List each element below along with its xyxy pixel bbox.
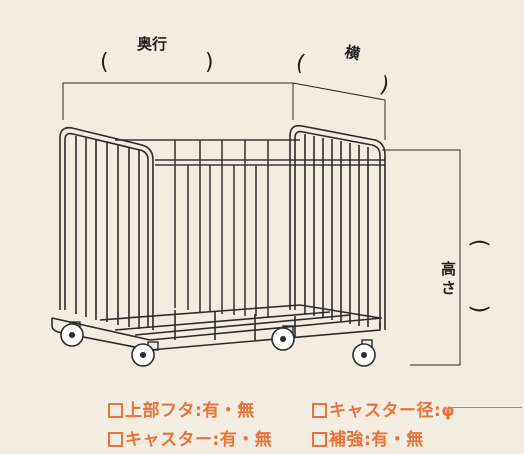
option-top-lid[interactable]: 上部フタ:有・無 <box>108 396 255 421</box>
option-reinforcement-label: 補強:有・無 <box>329 430 424 450</box>
depth-label: 奥行 <box>137 35 168 53</box>
option-caster-diameter[interactable]: キャスター径:φ <box>312 396 455 421</box>
caster-back-right <box>271 325 295 351</box>
left-panel <box>59 126 154 330</box>
back-panel <box>115 139 385 318</box>
height-label-top: 高 <box>441 260 457 278</box>
caster-front-left <box>60 321 84 347</box>
height-label-bottom: さ <box>441 279 457 297</box>
depth-paren-close: ) <box>205 50 214 75</box>
option-caster-label: キャスター:有・無 <box>125 430 273 450</box>
caster-front-middle <box>131 341 159 367</box>
caster-front-right <box>352 339 376 367</box>
right-panel <box>289 124 386 330</box>
checkbox-icon[interactable] <box>108 403 123 418</box>
option-caster-diameter-label: キャスター径:φ <box>329 401 456 421</box>
option-caster[interactable]: キャスター:有・無 <box>108 425 272 450</box>
dimension-lines <box>62 82 461 366</box>
depth-paren-open: ( <box>100 50 109 75</box>
option-top-lid-label: 上部フタ:有・無 <box>125 401 255 421</box>
width-dimension-line <box>292 82 386 140</box>
depth-dimension-line <box>62 82 294 120</box>
height-paren-close: ) <box>466 304 492 314</box>
height-dimension-line <box>382 149 461 366</box>
checkbox-icon[interactable] <box>108 432 123 447</box>
casters <box>60 321 376 367</box>
caster-diameter-input-line[interactable] <box>452 407 522 408</box>
checkbox-icon[interactable] <box>312 403 327 418</box>
option-reinforcement[interactable]: 補強:有・無 <box>312 425 424 450</box>
base-frame <box>51 304 383 351</box>
checkbox-icon[interactable] <box>312 432 327 447</box>
height-paren-open: ( <box>466 238 492 248</box>
